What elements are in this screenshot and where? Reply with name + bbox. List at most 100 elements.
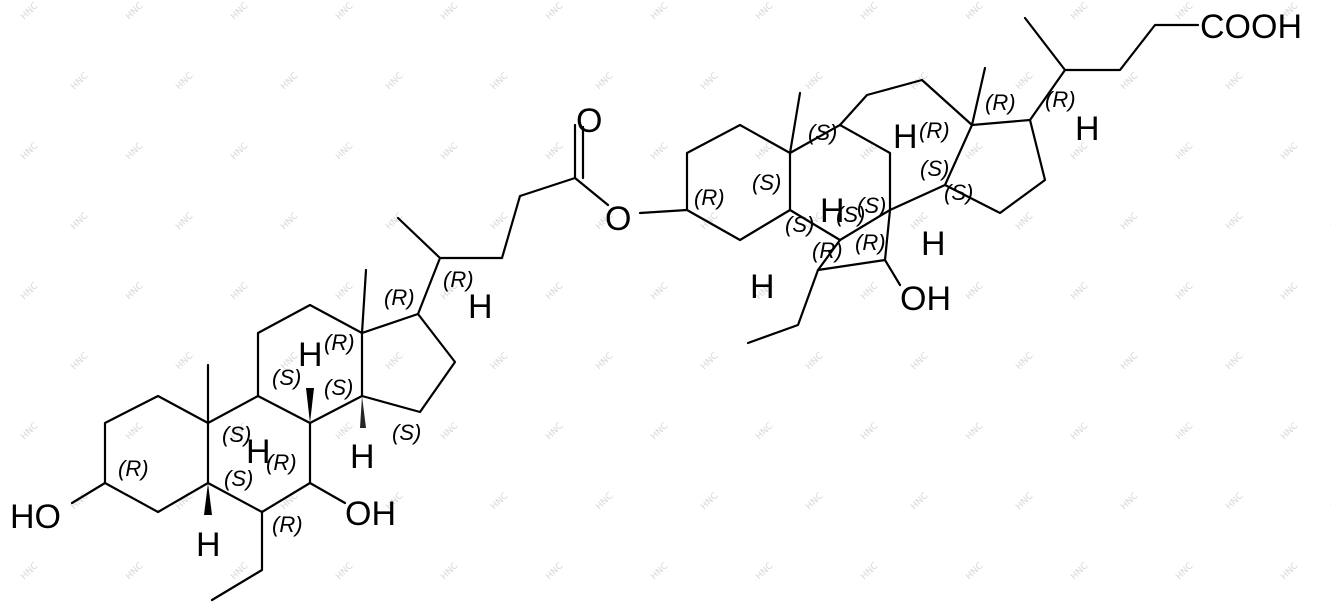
stereo-label: (S) [920, 156, 949, 181]
watermark-text: HNC [1224, 491, 1245, 512]
watermark-text: HNC [334, 561, 355, 582]
stereo-label: (R) [324, 330, 355, 355]
watermark-text: HNC [1279, 281, 1300, 302]
watermark-text: HNC [754, 421, 775, 442]
watermark-text: HNC [229, 281, 250, 302]
watermark-text: HNC [124, 141, 145, 162]
watermark-text: HNC [19, 561, 40, 582]
watermark-text: HNC [19, 141, 40, 162]
watermark-text: HNC [334, 1, 355, 22]
label-h-left-b: H [350, 438, 375, 476]
watermark-text: HNC [544, 141, 565, 162]
watermark-text: HNC [489, 491, 510, 512]
watermark-text: HNC [334, 281, 355, 302]
stereo-label: (S) [752, 170, 781, 195]
stereo-label: (S) [392, 420, 421, 445]
watermark-text: HNC [1119, 491, 1140, 512]
stereo-label: (R) [855, 230, 886, 255]
label-o-ester: O [605, 200, 631, 238]
watermark-text: HNC [489, 71, 510, 92]
watermark-text: HNC [859, 561, 880, 582]
stereo-label: (S) [857, 193, 886, 218]
watermark-text: HNC [859, 1, 880, 22]
stereo-label: (S) [944, 180, 973, 205]
stereo-label: (R) [1045, 87, 1076, 112]
watermark-text: HNC [1279, 421, 1300, 442]
watermark-text: HNC [699, 351, 720, 372]
watermark-text: HNC [1224, 211, 1245, 232]
watermark-text: HNC [279, 211, 300, 232]
left-steroid-bonds [70, 123, 610, 602]
watermark-text: HNC [1174, 561, 1195, 582]
watermark-text: HNC [489, 351, 510, 372]
watermark-text: HNC [964, 281, 985, 302]
left-steroid-wedges [204, 388, 366, 515]
watermark-text: HNC [594, 351, 615, 372]
watermark-text: HNC [489, 211, 510, 232]
watermark-text: HNC [279, 71, 300, 92]
stereo-label: (R) [919, 118, 950, 143]
stereo-label: (R) [266, 450, 297, 475]
stereo-label: (S) [808, 120, 837, 145]
watermark-text: HNC [1279, 141, 1300, 162]
watermark-text: HNC [1014, 71, 1035, 92]
watermark-text: HNC [229, 141, 250, 162]
stereo-label: (R) [384, 285, 415, 310]
watermark-text: HNC [1119, 351, 1140, 372]
watermark-text: HNC [649, 421, 670, 442]
watermark-text: HNC [1174, 281, 1195, 302]
watermark-text: HNC [699, 491, 720, 512]
watermark-text: HNC [1174, 1, 1195, 22]
label-h-left-c: H [298, 336, 323, 374]
atom-labels: HO OH H H H H H O O H H H H OH H COOH [10, 8, 1302, 564]
watermark-text: HNC [594, 71, 615, 92]
watermark-text: HNC [69, 351, 90, 372]
watermark-text: HNC [804, 491, 825, 512]
watermark-text: HNC [964, 561, 985, 582]
watermark-text: HNC [1014, 211, 1035, 232]
watermark-text: HNC [804, 71, 825, 92]
watermark-text: HNC [19, 421, 40, 442]
watermark-text: HNC [964, 1, 985, 22]
stereo-label: (R) [118, 456, 149, 481]
watermark-text: HNC [69, 71, 90, 92]
watermark-text: HNC [649, 561, 670, 582]
watermark-text: HNC [1174, 421, 1195, 442]
stereo-label: (R) [272, 512, 303, 537]
label-h-right-b: H [921, 225, 946, 263]
watermark-text: HNC [909, 351, 930, 372]
watermark-text: HNC [859, 281, 880, 302]
watermark-text: HNC [544, 561, 565, 582]
watermark-text: HNC [69, 211, 90, 232]
watermark-text: HNC [124, 561, 145, 582]
watermark-text: HNC [439, 561, 460, 582]
watermark-text: HNC [1119, 71, 1140, 92]
watermark-text: HNC [384, 351, 405, 372]
watermark-text: HNC [174, 351, 195, 372]
watermark-text: HNC [174, 71, 195, 92]
watermark-text: HNC [1279, 561, 1300, 582]
watermark-text: HNC [1069, 561, 1090, 582]
stereo-label: (S) [324, 375, 353, 400]
watermark-text: HNC [174, 211, 195, 232]
label-h-right-d: H [820, 192, 845, 230]
watermark-text: HNC [859, 141, 880, 162]
stereo-label: (R) [812, 238, 843, 263]
label-oh-left: OH [345, 495, 396, 533]
watermark-text: HNC [1014, 491, 1035, 512]
watermark-text: HNC [1174, 141, 1195, 162]
stereo-label: (R) [985, 90, 1016, 115]
label-ho-left: HO [10, 498, 61, 536]
watermark-text: HNC [649, 1, 670, 22]
stereo-label: (S) [224, 466, 253, 491]
watermark-text: HNC [1014, 351, 1035, 372]
watermark-text: HNC [544, 421, 565, 442]
watermark-text: HNC [1069, 421, 1090, 442]
label-h-left-d: H [246, 433, 271, 471]
watermark-text: HNC [754, 561, 775, 582]
watermark-text: HNC [649, 141, 670, 162]
right-steroid-bonds [638, 16, 1200, 345]
watermark-text: HNC [699, 211, 720, 232]
watermark-text: HNC [1119, 211, 1140, 232]
